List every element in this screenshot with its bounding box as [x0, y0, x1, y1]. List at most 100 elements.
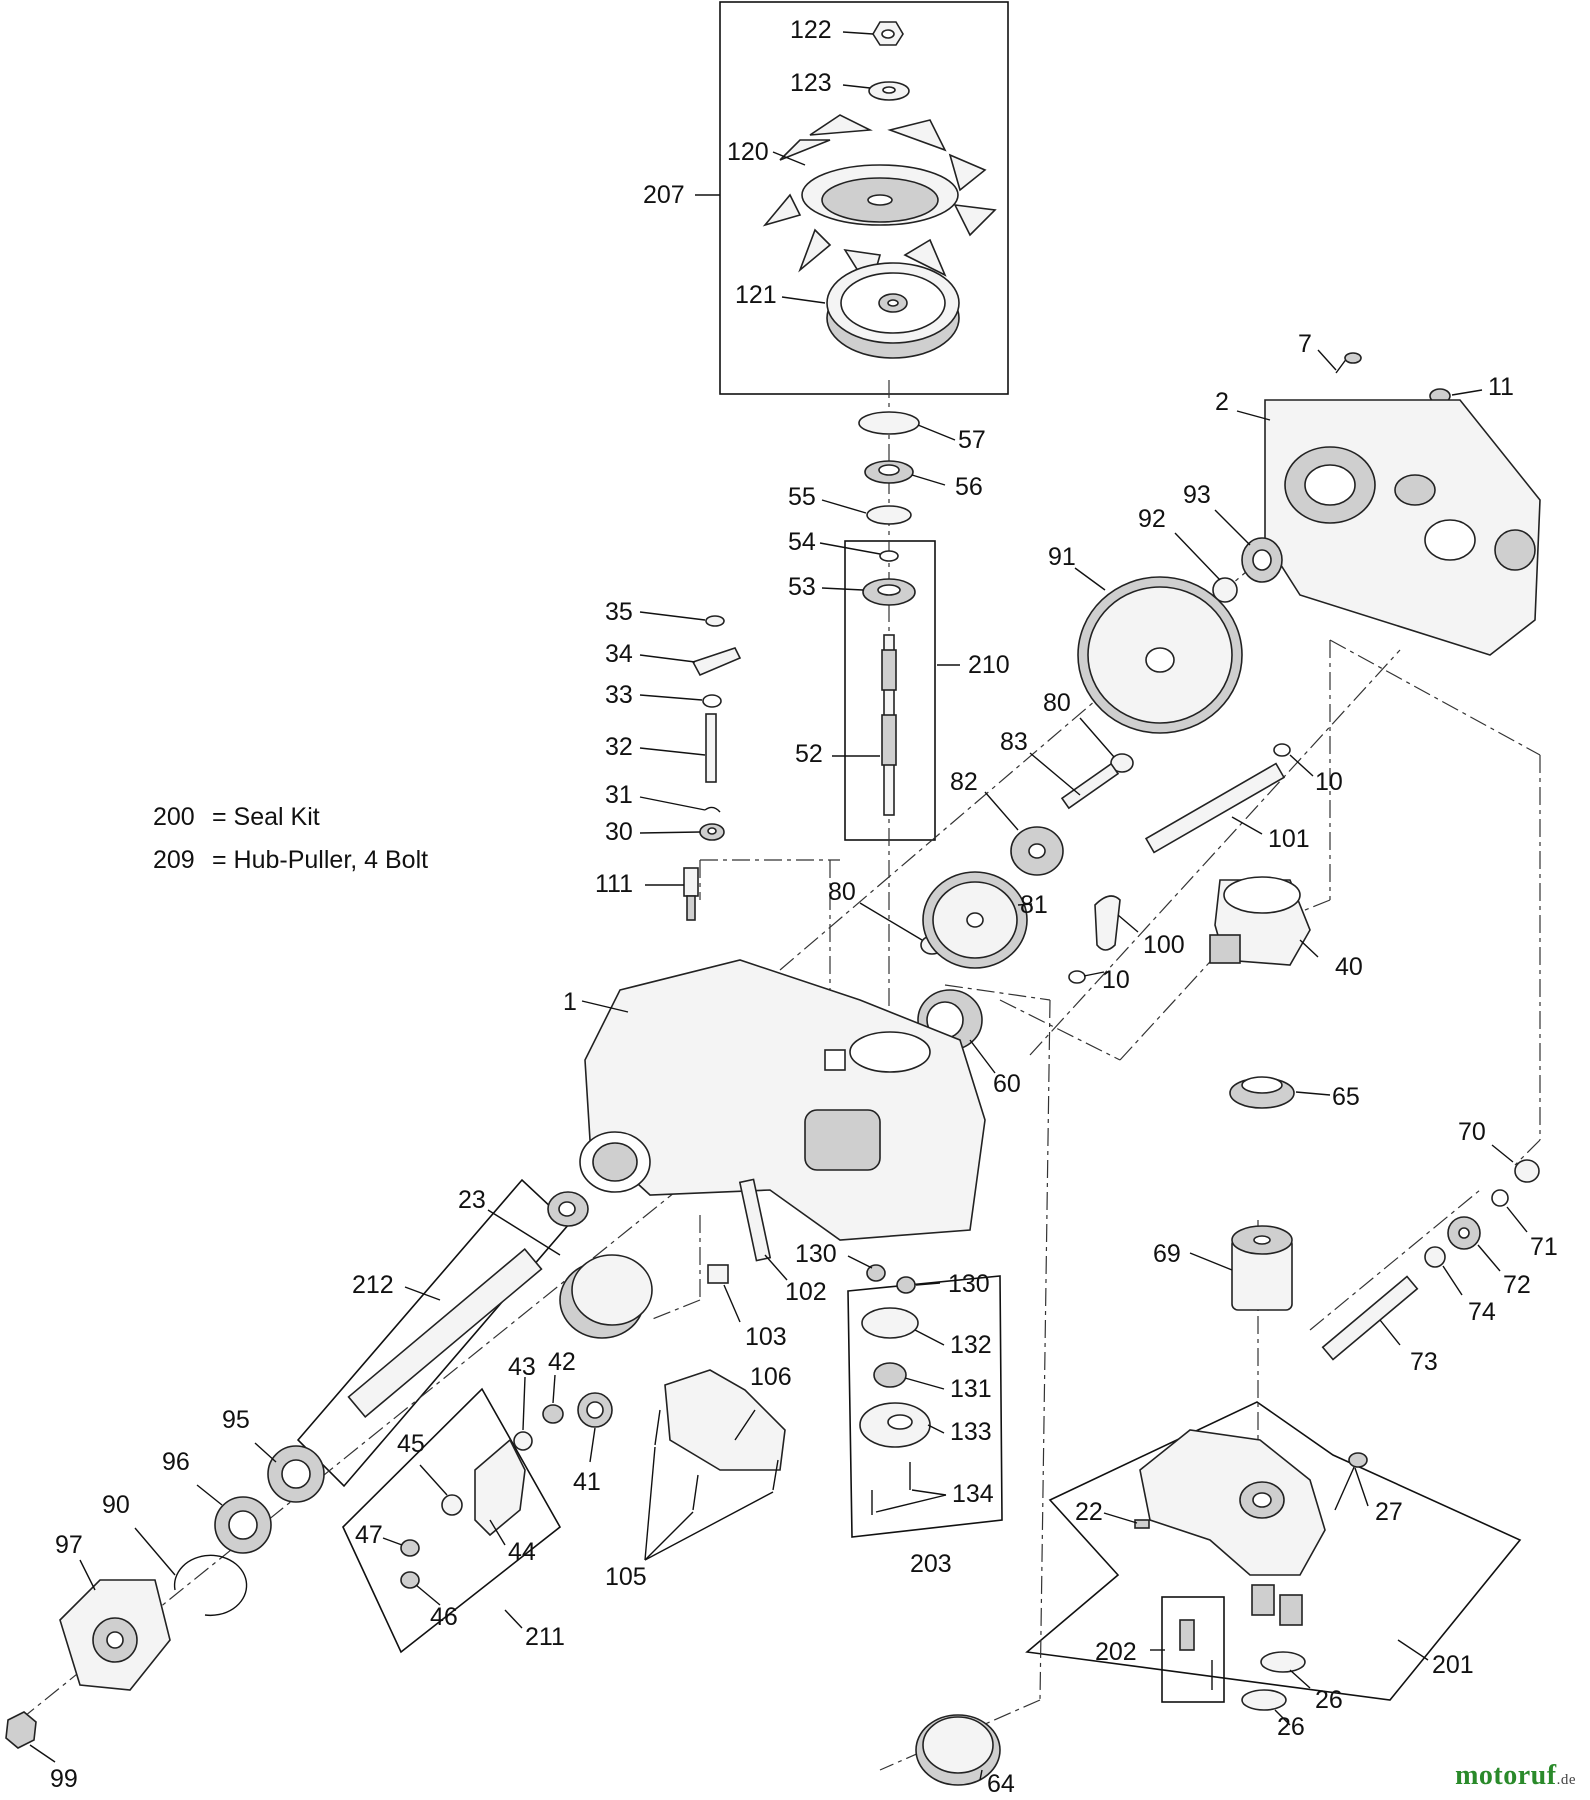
callout-71: 71 [1530, 1233, 1558, 1261]
callout-64: 64 [987, 1770, 1015, 1798]
callout-10-upper: 10 [1315, 768, 1343, 796]
callout-134: 134 [952, 1480, 994, 1508]
axle-shaft-212 [347, 1247, 543, 1419]
piston-131 [873, 1362, 907, 1388]
nut-99 [5, 1711, 37, 1749]
callout-82: 82 [950, 768, 978, 796]
washer-92 [1212, 577, 1238, 603]
callout-120: 120 [727, 138, 769, 166]
cylinder-block-64 [915, 1714, 1001, 1786]
group-box-211 [342, 1387, 562, 1654]
callout-42: 42 [548, 1348, 576, 1376]
callout-80-lower: 80 [828, 878, 856, 906]
washer-70 [1514, 1159, 1540, 1183]
callout-101: 101 [1268, 825, 1310, 853]
bearing-93 [1241, 537, 1283, 583]
callout-122: 122 [790, 16, 832, 44]
callout-81: 81 [1020, 891, 1048, 919]
callout-80-upper: 80 [1043, 689, 1071, 717]
callout-95: 95 [222, 1406, 250, 1434]
callout-33: 33 [605, 681, 633, 709]
callout-56: 56 [955, 473, 983, 501]
plug-130-b [896, 1276, 916, 1294]
pump-shaft-73 [1321, 1275, 1419, 1361]
callout-40: 40 [1335, 953, 1363, 981]
valves-and-seals-26 [1241, 1584, 1306, 1711]
plug-130-a [866, 1264, 886, 1282]
callout-210: 210 [968, 651, 1010, 679]
callout-55: 55 [788, 483, 816, 511]
callout-53: 53 [788, 573, 816, 601]
pin-22 [1134, 1519, 1150, 1529]
callout-74: 74 [1468, 1298, 1496, 1326]
group-box-207 [719, 1, 1009, 395]
callout-11: 11 [1488, 373, 1514, 401]
o-ring-132 [861, 1307, 919, 1339]
callout-102: 102 [785, 1278, 827, 1306]
group-box-203 [847, 1275, 1003, 1538]
callout-105: 105 [605, 1563, 647, 1591]
callout-70: 70 [1458, 1118, 1486, 1146]
pulley-121 [826, 262, 960, 359]
callout-69: 69 [1153, 1240, 1181, 1268]
retaining-ring-57 [858, 411, 920, 435]
callout-92: 92 [1138, 505, 1166, 533]
shaft-83 [1060, 762, 1120, 810]
gear-72 [1447, 1216, 1481, 1250]
callout-35: 35 [605, 598, 633, 626]
callout-41: 41 [573, 1468, 601, 1496]
bolt-7 [1335, 352, 1362, 374]
oil-filter [559, 1254, 653, 1339]
washer-35 [705, 615, 725, 627]
bracket-44 [474, 1438, 526, 1537]
seal-96 [214, 1496, 272, 1554]
seal-23 [547, 1191, 589, 1227]
side-cover-2 [1264, 399, 1541, 656]
cooling-fan-120 [762, 114, 997, 292]
switch-111 [683, 867, 699, 921]
callout-212: 212 [352, 1271, 394, 1299]
center-section-40 [1209, 876, 1311, 966]
seal-41 [577, 1392, 613, 1428]
nut-122 [872, 21, 904, 46]
callout-99: 99 [50, 1765, 78, 1793]
callout-23: 23 [458, 1186, 486, 1214]
callout-22: 22 [1075, 1498, 1103, 1526]
seal-56 [864, 460, 914, 484]
cylinder-block-69 [1231, 1225, 1293, 1311]
washer-45 [441, 1494, 463, 1516]
callout-27: 27 [1375, 1498, 1403, 1526]
washer-55 [866, 505, 912, 525]
callout-52: 52 [795, 740, 823, 768]
callout-73: 73 [1410, 1348, 1438, 1376]
washer-123 [868, 81, 910, 101]
callout-121: 121 [735, 281, 777, 309]
bracket-103 [707, 1264, 729, 1284]
bearing-53 [862, 578, 916, 606]
pinion-82 [1010, 826, 1064, 876]
callout-32: 32 [605, 733, 633, 761]
spring-202 [1179, 1619, 1213, 1690]
retaining-ring-90 [173, 1554, 248, 1617]
callout-96: 96 [162, 1448, 190, 1476]
callout-93: 93 [1183, 481, 1211, 509]
callout-132: 132 [950, 1331, 992, 1359]
callout-65: 65 [1332, 1083, 1360, 1111]
legend-num-209: 209 [153, 846, 195, 874]
callout-10-lower: 10 [1102, 966, 1130, 994]
washer-43 [513, 1431, 533, 1451]
callout-1: 1 [563, 988, 577, 1016]
bolts-134 [871, 1462, 911, 1515]
group-box-201 [1025, 1401, 1522, 1701]
callout-7: 7 [1298, 330, 1312, 358]
washer-10-lower [1068, 970, 1086, 984]
clip-71 [1491, 1189, 1509, 1207]
callout-201: 201 [1432, 1651, 1474, 1679]
leader-lines [29, 31, 1528, 1781]
cover-106 [664, 1369, 786, 1471]
callout-46: 46 [430, 1603, 458, 1631]
callout-31: 31 [605, 781, 633, 809]
callout-83: 83 [1000, 728, 1028, 756]
callout-34: 34 [605, 640, 633, 668]
